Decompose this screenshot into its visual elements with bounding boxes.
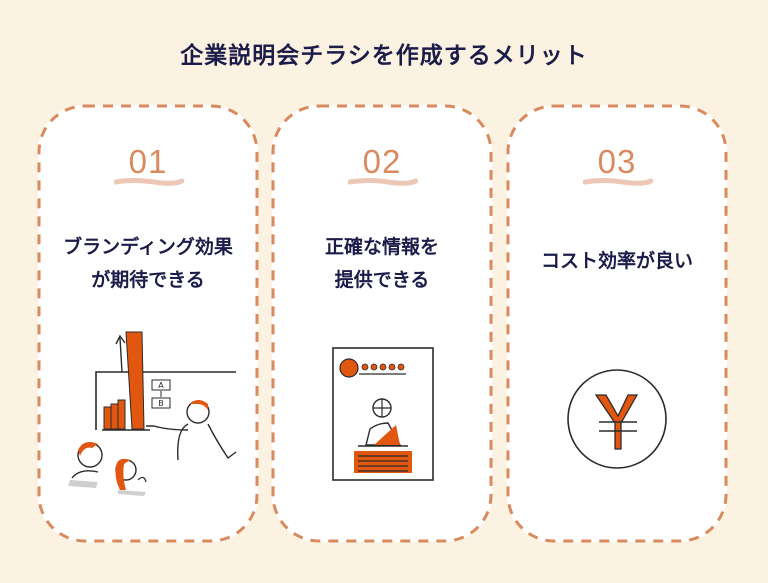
benefit-card-03: 03 コスト効率が良い	[506, 104, 728, 543]
brush-underline-icon	[583, 178, 653, 186]
card-heading: 正確な情報を 提供できる	[324, 236, 439, 291]
benefit-card-01: 01 ブランディング効果 が期待できる A B	[37, 104, 259, 543]
dashed-border	[506, 104, 728, 543]
dashed-border	[37, 104, 259, 543]
brush-underline-icon	[348, 178, 418, 186]
card-number: 02	[362, 143, 402, 180]
dashed-border	[271, 104, 493, 543]
flyer-document-icon	[332, 347, 434, 481]
page-title: 企業説明会チラシを作成するメリット	[180, 43, 588, 69]
brush-underline-icon	[114, 178, 184, 186]
yen-icon	[567, 369, 667, 469]
svg-text:A: A	[158, 381, 164, 390]
svg-text:B: B	[158, 399, 164, 408]
benefit-card-02: 02 正確な情報を 提供できる	[271, 104, 493, 543]
card-number: 03	[597, 143, 637, 180]
card-heading: ブランディング効果 が期待できる	[63, 236, 233, 291]
presentation-icon: A B	[68, 331, 237, 496]
card-heading: コスト効率が良い	[540, 250, 693, 272]
card-number: 01	[128, 143, 168, 180]
